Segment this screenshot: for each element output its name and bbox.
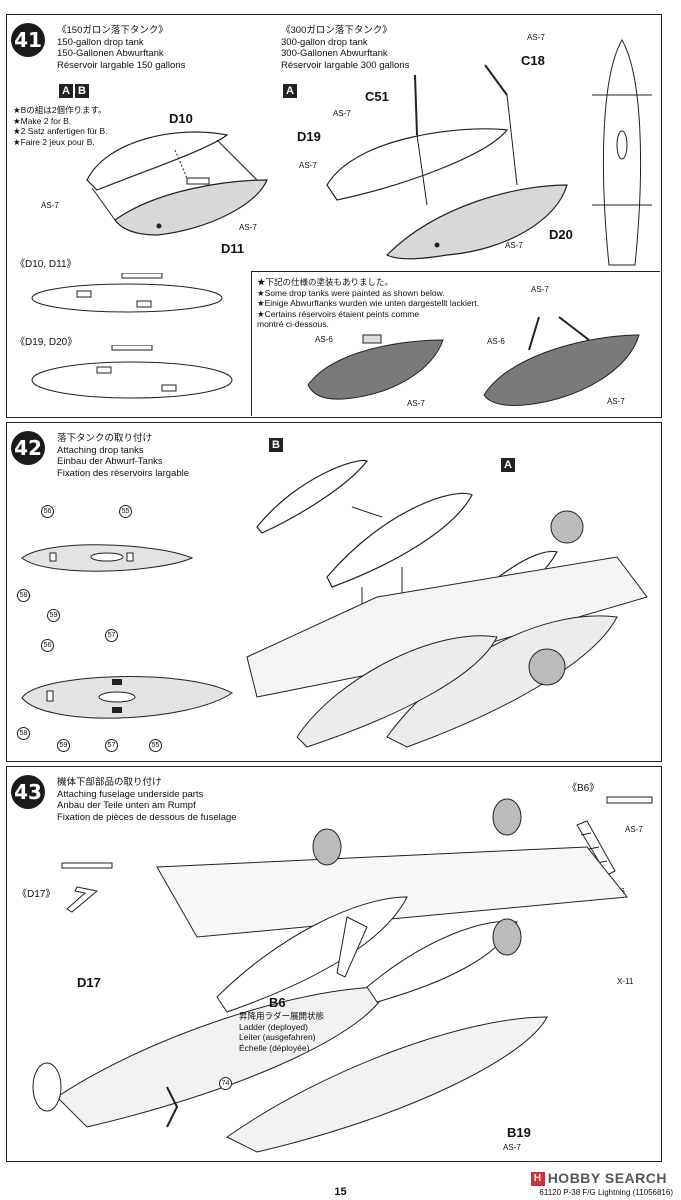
part-d11: D11 [221, 241, 245, 256]
paint-as7-b: AS-7 [239, 223, 257, 232]
part-b6: B6 [269, 995, 286, 1010]
part-x11: X-11 [617, 977, 634, 986]
page-number: 15 [334, 1186, 347, 1198]
badge-a-300: A [283, 84, 297, 98]
special-paint-note: ★下記の仕様の塗装もありました。 ★Some drop tanks were p… [257, 277, 480, 329]
callout-74: 74 [219, 1077, 232, 1090]
step-number-42: 42 [11, 431, 45, 465]
callout-58-a: 58 [17, 589, 30, 602]
b19-paint-as7: AS-7 [503, 1143, 521, 1152]
special-paint-4: AS-7 [607, 397, 625, 406]
callout-57-b: 57 [105, 739, 118, 752]
part-d17: D17 [77, 975, 101, 990]
b6-detail-drawing [576, 796, 653, 876]
special-paint-5: AS-7 [531, 285, 549, 294]
special-tank-right [483, 316, 640, 406]
tank-side-view-1 [21, 544, 194, 572]
special-paint-box [251, 271, 660, 416]
paint-as7-a: AS-7 [41, 201, 59, 210]
part-c18: C18 [521, 53, 545, 68]
step43-title: 機体下部部品の取り付け Attaching fuselage underside… [57, 777, 237, 823]
special-paint-1: AS-6 [315, 335, 333, 344]
d17-detail-drawing [61, 862, 113, 913]
d10-d11-profile [31, 273, 223, 313]
part-c51: C51 [365, 89, 389, 104]
step-43-panel: 43 機体下部部品の取り付け Attaching fuselage unders… [6, 766, 662, 1162]
tank150-drawing [86, 131, 268, 236]
paint-300-a: AS-7 [527, 33, 545, 42]
product-code: 61120 P-38 F/G Lightning (11056816) [539, 1188, 673, 1197]
callout-56-a: 56 [41, 505, 54, 518]
special-paint-3: AS-6 [487, 337, 505, 346]
callout-59-a: 59 [47, 609, 60, 622]
tank150-title: 《150ガロン落下タンク》 150-gallon drop tank 150-G… [57, 25, 186, 71]
tank300-drawing [326, 64, 568, 260]
callout-56-b: 56 [41, 639, 54, 652]
part-b19: B19 [507, 1125, 531, 1140]
tank300-badge: A [283, 81, 299, 99]
step-41-panel: 41 《150ガロン落下タンク》 150-gallon drop tank 15… [6, 14, 662, 418]
part-d20: D20 [549, 227, 573, 242]
callout-57-a: 57 [105, 629, 118, 642]
step42-badge-a: A [501, 455, 517, 473]
b6-detail-title: 《B6》 [567, 783, 600, 794]
step-number-41: 41 [11, 23, 45, 57]
callout-55-a: 55 [119, 505, 132, 518]
ladder-note: 昇降用ラダー展開状態 Ladder (deployed) Leiter (aus… [239, 1011, 325, 1053]
callout-58-b: 58 [17, 727, 30, 740]
part-d19: D19 [297, 129, 321, 144]
step42-aircraft-drawing [246, 459, 648, 748]
part-d10: D10 [169, 111, 193, 126]
b6-paint-as7: AS-7 [625, 825, 643, 834]
callout-55-b: 55 [149, 739, 162, 752]
tank-side-view-2 [21, 676, 233, 719]
make-two-note: ★Bの組は2個作ります。 ★Make 2 for B. ★2 Satz anfe… [13, 105, 108, 147]
paint-300-c: AS-7 [299, 161, 317, 170]
tank300-topview [592, 38, 652, 266]
badge-a: A [59, 84, 73, 98]
special-tank-left [307, 334, 444, 400]
step-number-43: 43 [11, 775, 45, 809]
special-paint-2: AS-7 [407, 399, 425, 408]
tank300-title: 《300ガロン落下タンク》 300-gallon drop tank 300-G… [281, 25, 410, 71]
step42-title: 落下タンクの取り付け Attaching drop tanks Einbau d… [57, 433, 190, 479]
paint-300-d: AS-7 [505, 241, 523, 250]
watermark-logo-icon: H [530, 1172, 545, 1187]
d17-detail-title: 《D17》 [17, 889, 56, 900]
section-d10-d11: 《D10, D11》 [15, 259, 77, 270]
step-42-panel: 42 落下タンクの取り付け Attaching drop tanks Einba… [6, 422, 662, 762]
step42-badge-b: B [269, 435, 285, 453]
d19-d20-profile [31, 345, 233, 399]
section-d19-d20: 《D19, D20》 [15, 337, 78, 348]
step43-aircraft-drawing [32, 798, 628, 1153]
badge-b: B [75, 84, 89, 98]
callout-59-b: 59 [57, 739, 70, 752]
paint-300-b: AS-7 [333, 109, 351, 118]
